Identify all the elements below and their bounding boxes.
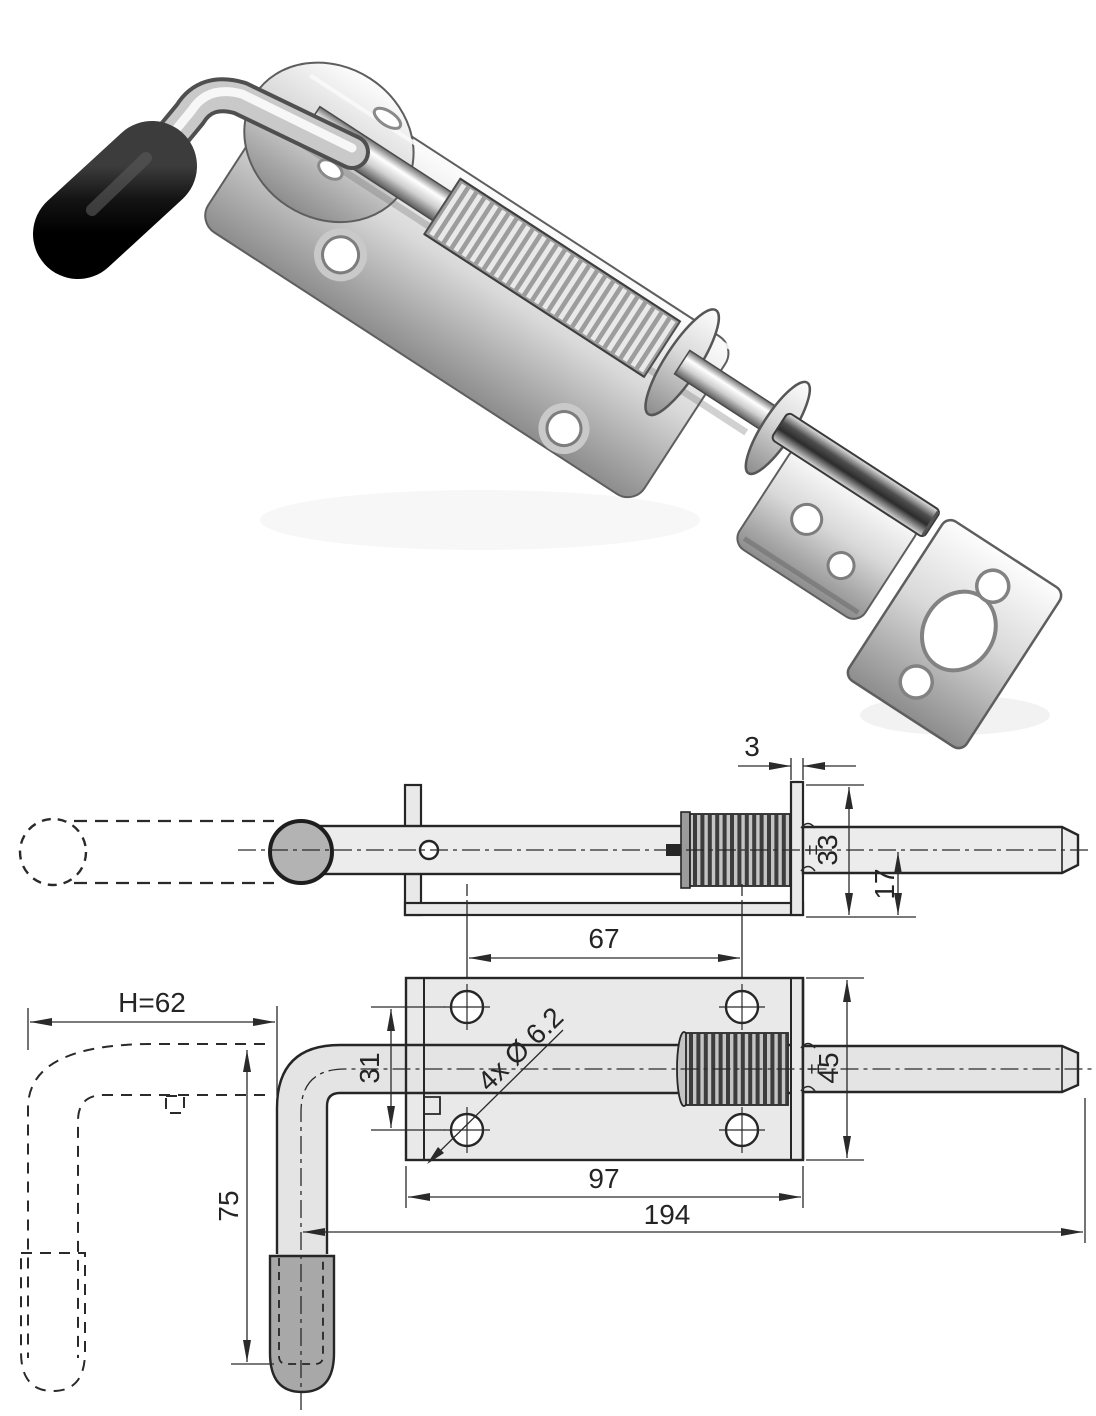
- dim-label-hole-pitch: 31: [354, 1052, 385, 1083]
- handle-inner-edge: [325, 1091, 791, 1254]
- hole: [444, 984, 490, 1030]
- arrow: [408, 1193, 430, 1201]
- arrow: [894, 893, 902, 915]
- keeper-plate: [846, 518, 1063, 750]
- arrow: [427, 1147, 444, 1164]
- arrow: [803, 762, 825, 770]
- tolerance-mark: ±: [803, 1064, 824, 1074]
- handle-cap-plan: [268, 1254, 336, 1394]
- lobe-slot: [372, 106, 403, 130]
- arrow: [243, 1050, 251, 1072]
- arrow: [845, 787, 853, 809]
- plate-shadow: [260, 490, 700, 550]
- tolerance-mark: ±: [801, 845, 822, 855]
- dim-label-handle-reach: H=62: [118, 987, 186, 1018]
- rod-inside-cap-hidden: [278, 1258, 324, 1365]
- guide-bracket: [736, 447, 918, 620]
- latch-pin: [771, 412, 940, 538]
- axis-centerline-plan: [300, 1068, 1092, 1410]
- plate-hole-countersink-2: [538, 403, 590, 455]
- plate-hole-2: [545, 410, 583, 448]
- dim-label-wall-thickness: 3: [744, 731, 760, 762]
- break-mark: [800, 822, 816, 829]
- dim-label-overall-length: 194: [644, 1199, 691, 1230]
- handle-plan-fill: [277, 1045, 406, 1255]
- plate-hole-1: [321, 235, 361, 275]
- keeper-small-hole-top: [974, 568, 1011, 604]
- arrow: [779, 1193, 801, 1201]
- arrow: [1061, 1228, 1083, 1236]
- arrow: [894, 852, 902, 874]
- spring: [422, 177, 682, 379]
- plan-view: 67: [20, 900, 1092, 1410]
- rubber-cap-highlight: [86, 152, 152, 216]
- product-photo: [33, 61, 1063, 750]
- dim-label-plate-width: 45: [813, 1052, 844, 1083]
- plate-hole-countersink-1: [314, 228, 368, 282]
- dim-label-plate-length: 97: [588, 1163, 619, 1194]
- arrow: [30, 1018, 52, 1026]
- dim-overall-length: [303, 1098, 1086, 1243]
- side-view: 3 ± 33 17: [18, 731, 1092, 918]
- arrow: [387, 1009, 395, 1031]
- plate-notch: [424, 1096, 441, 1115]
- arrow: [769, 762, 791, 770]
- holes-leader-line: [428, 1029, 564, 1163]
- dim-plate-width: [806, 977, 864, 1161]
- break-mark: [800, 1042, 816, 1049]
- break-mark: [800, 1085, 816, 1092]
- dim-label-handle-drop: 75: [213, 1190, 244, 1221]
- mounting-holes: [444, 984, 765, 1153]
- handle-outer-edge: [275, 1043, 791, 1254]
- arrow: [469, 954, 491, 962]
- arrow: [845, 893, 853, 915]
- rubber-cap: [33, 121, 197, 279]
- arrow: [718, 954, 740, 962]
- arrow: [253, 1018, 275, 1026]
- handle: [33, 77, 370, 279]
- arrow: [387, 1106, 395, 1128]
- handle-knob-dashed: [18, 817, 88, 887]
- technical-drawing: 3 ± 33 17 67: [18, 731, 1092, 1410]
- dim-label-bolt-offset: 17: [869, 868, 900, 899]
- bracket-hole-1: [790, 502, 824, 536]
- hole: [444, 1107, 490, 1153]
- arrow: [243, 1340, 251, 1362]
- dim-plate-length: [405, 1166, 804, 1208]
- bracket-hole-2: [826, 551, 856, 581]
- dim-handle-drop: [231, 1050, 274, 1365]
- handle-alternate-dashed: [20, 1043, 265, 1393]
- arrow: [843, 980, 851, 1002]
- keeper-small-hole-bottom: [898, 664, 934, 700]
- dim-handle-reach: [27, 1006, 278, 1096]
- latch-pin-end: [921, 510, 940, 536]
- arrow: [303, 1228, 325, 1236]
- dim-label-bracket-height: 33: [812, 834, 843, 865]
- arrow: [843, 1136, 851, 1158]
- break-mark: [800, 865, 816, 872]
- latch-pin-side: [801, 825, 1080, 875]
- rod-stop-pin: [666, 844, 683, 856]
- hole: [719, 984, 765, 1030]
- bracket-base-rail: [403, 901, 805, 917]
- dim-label-hole-span: 67: [588, 923, 619, 954]
- handle-knob-section: [268, 819, 334, 885]
- hole: [719, 1107, 765, 1153]
